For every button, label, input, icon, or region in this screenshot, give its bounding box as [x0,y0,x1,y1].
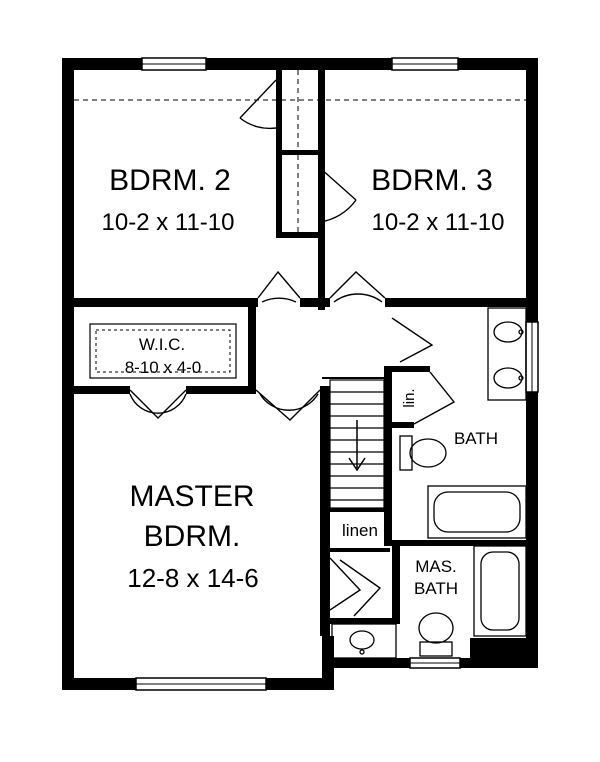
sink-icon [493,367,523,389]
wic-dims: 8-10 x 4-0 [125,358,202,377]
bdrm2-dims: 10-2 x 11-10 [102,209,235,236]
mas-bath-name-line2: BATH [414,579,458,598]
stairs [329,379,385,509]
fixtures [331,307,527,659]
lin-name: lin. [401,388,418,407]
bath-name: BATH [454,429,498,448]
interior-walls [74,70,526,636]
toilet-icon [418,612,454,644]
bdrm3-name: BDRM. 3 [371,164,493,197]
wic-name: W.I.C. [139,335,185,354]
master-name-line1: MASTER [129,480,254,513]
master-name-line2: BDRM. [144,520,241,553]
bath-vanity [487,307,527,401]
bathtub-icon [427,485,527,539]
bdrm2-name: BDRM. 2 [109,164,231,197]
shower-icon [473,545,527,637]
doors [129,79,456,617]
windows [135,57,539,691]
toilet-icon [399,435,413,471]
mas-bath-name-line1: MAS. [415,557,457,576]
sink-icon [349,630,375,650]
sink-icon [493,321,523,343]
master-dims: 12-8 x 14-6 [127,563,259,593]
linen-name: linen [342,521,378,540]
bdrm3-dims: 10-2 x 11-10 [372,209,505,236]
mas-bath-vanity [331,623,397,659]
wic-shelf [89,323,237,379]
